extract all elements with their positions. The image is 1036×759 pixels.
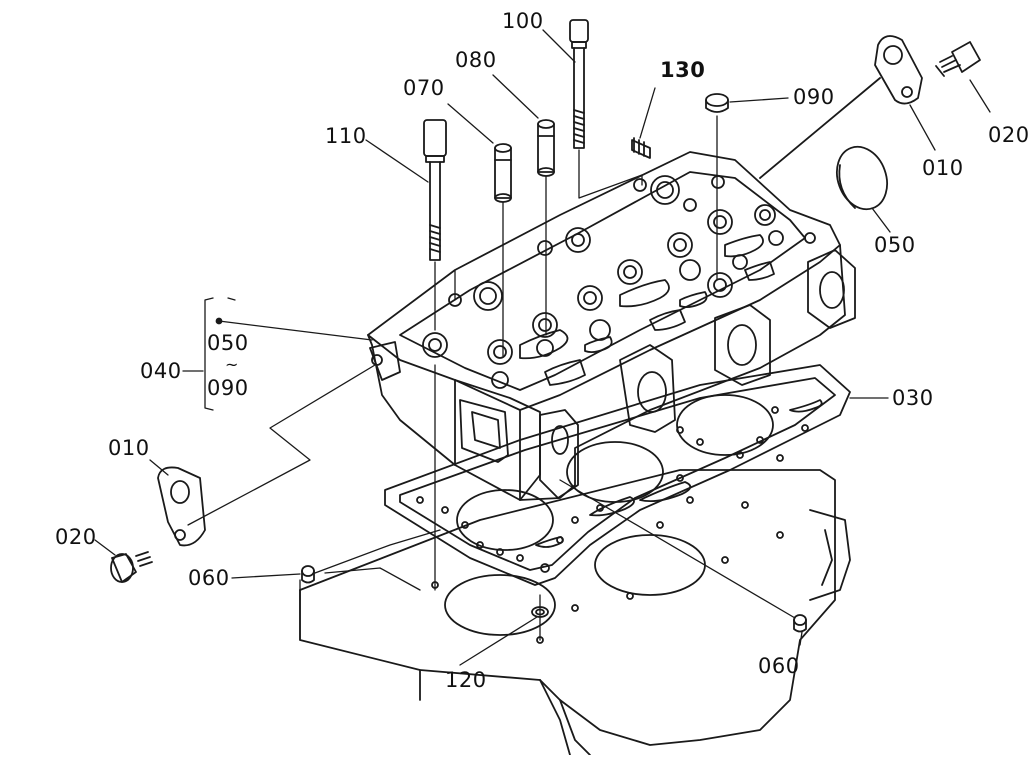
bolt-100 (569, 19, 589, 149)
label-part-060-right: 060 (758, 654, 800, 678)
label-part-020-top: 020 (988, 123, 1030, 147)
label-part-130: 130 (660, 58, 706, 82)
label-part-020-left: 020 (55, 525, 97, 549)
label-group-090: 090 (207, 376, 249, 400)
hanger-plate-top (759, 35, 923, 179)
dowel-060-left (301, 565, 315, 584)
cap-090-top (705, 93, 729, 113)
dowel-060-right (793, 614, 807, 633)
label-part-010-top: 010 (922, 156, 964, 180)
label-group-tilde: ~ (225, 355, 239, 374)
bolt-020-top (935, 41, 981, 77)
cylinder-head (367, 151, 856, 501)
label-part-060-left: 060 (188, 566, 230, 590)
label-part-040: 040 (140, 359, 182, 383)
plug-130 (631, 137, 651, 159)
label-part-010-left: 010 (108, 436, 150, 460)
label-part-070: 070 (403, 76, 445, 100)
engine-block (299, 469, 851, 756)
leader-lines (94, 29, 991, 666)
label-group-050: 050 (207, 331, 249, 355)
leader-dot (215, 317, 223, 325)
label-part-120: 120 (445, 668, 487, 692)
sleeve-080 (537, 119, 555, 177)
label-part-050-top: 050 (874, 233, 916, 257)
sleeve-070 (494, 143, 512, 203)
label-part-100: 100 (502, 9, 544, 33)
label-part-090-top: 090 (793, 85, 835, 109)
label-part-080: 080 (455, 48, 497, 72)
head-gasket (384, 364, 851, 586)
bolt-110 (423, 119, 447, 261)
label-part-030: 030 (892, 386, 934, 410)
hanger-plate-left (157, 466, 206, 547)
label-part-110: 110 (325, 124, 367, 148)
bolt-020-left (110, 551, 153, 583)
plug-050 (836, 145, 888, 211)
